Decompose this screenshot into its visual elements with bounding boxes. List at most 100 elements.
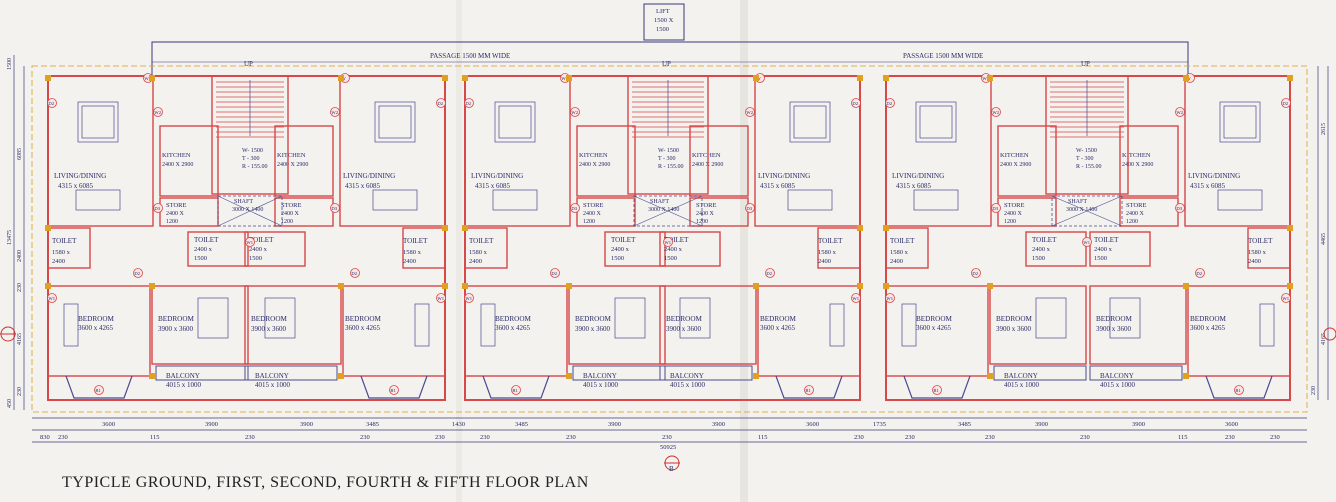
door-tag [330,203,340,213]
toilet-label: TOILET [1032,236,1057,244]
balcony [659,365,753,381]
column [857,225,863,231]
column [566,373,572,379]
store-label: STORE [281,202,301,209]
shaft [217,195,283,227]
dimension-value: 3600 [1225,421,1238,428]
door-tag [511,385,521,395]
door-tag [745,107,755,117]
bedroom-dim: 3600 x 4265 [495,324,531,332]
toilet-dim: 1580 x [890,249,909,256]
door-tag [47,293,57,303]
room-wall [689,125,749,197]
room-wall [339,75,446,227]
door-tag-label: W1 [886,296,893,301]
svg-text:4165: 4165 [17,333,23,345]
column [987,75,993,81]
column [462,225,468,231]
balcony-label: BALCONY [583,372,617,380]
toilet-dim: 2400 [818,258,831,265]
column [338,373,344,379]
svg-text:230: 230 [17,387,23,396]
section-marker-right [1323,327,1336,341]
door-tag [464,293,474,303]
column [566,283,572,289]
bedroom-label: BEDROOM [575,315,612,323]
store-dim: 1200 [696,219,708,225]
svg-text:1500: 1500 [656,26,669,33]
door-tag-label: W [561,76,566,81]
living-dim: 4315 x 6085 [345,182,381,190]
door-tag-label: D2 [1282,101,1288,106]
bedroom-label: BEDROOM [158,315,195,323]
room-wall [757,285,861,377]
bay-window [903,375,971,399]
svg-text:B: B [669,465,674,473]
column [1183,373,1189,379]
store-label: STORE [583,202,603,209]
svg-text:2615: 2615 [1321,123,1327,135]
door-tag-label: W1 [465,296,472,301]
passage: PASSAGE 1500 MM WIDE PASSAGE 1500 MM WID… [151,41,1189,76]
bedroom-dim: 3900 x 3600 [158,325,194,333]
door-tag [550,268,560,278]
toilet-dim: 2400 x [664,246,683,253]
bedroom-label: BEDROOM [996,315,1033,323]
stair-spec: W- 1500 [658,148,679,154]
toilet-label: TOILET [611,236,636,244]
door-tag [570,107,580,117]
furniture [901,303,917,347]
door-tag-label: B1 [390,388,396,393]
door-tag-label: D3 [154,206,160,211]
door-tag-label: D3 [571,206,577,211]
room-wall [1119,125,1179,197]
column [857,75,863,81]
svg-text:2400: 2400 [17,250,23,262]
bedroom-label: BEDROOM [251,315,288,323]
toilet-label: TOILET [1094,236,1119,244]
kitchen-label: KITCHEN [1122,152,1151,159]
kitchen-label: KITCHEN [579,152,608,159]
door-tag-label: W [144,76,149,81]
dimension-value: 230 [905,434,915,441]
dimension-value: 1430 [452,421,465,428]
svg-text:6085: 6085 [17,148,23,160]
store-dim: 1200 [166,219,178,225]
toilet-dim: 1580 x [52,249,71,256]
furniture [414,303,430,347]
door-tag-label: W1 [1083,240,1090,245]
furniture [1219,101,1261,143]
room-wall [576,125,636,197]
dimension-value: 230 [360,434,370,441]
bay-window [65,375,133,399]
furniture [494,101,536,143]
column [753,373,759,379]
toilet-label: TOILET [664,236,689,244]
door-tag [464,98,474,108]
room-wall [989,285,1087,365]
kitchen-dim: 2400 X 2900 [1122,162,1153,168]
kitchen-dim: 2400 X 2900 [277,162,308,168]
room-wall [1089,231,1151,267]
shaft [633,195,703,227]
dimension-value: 230 [245,434,255,441]
bedroom-label: BEDROOM [916,315,953,323]
room-wall [885,227,929,269]
balcony-label: BALCONY [166,372,200,380]
passage-label-2: PASSAGE 1500 MM WIDE [903,52,983,60]
toilet-dim: 2400 x [194,246,213,253]
dimension-value: 230 [985,434,995,441]
door-tag [436,98,446,108]
up-label: UP [1081,60,1090,68]
door-tag-label: W1 [48,296,55,301]
door-tag-label: D2 [551,271,557,276]
room-wall [244,231,306,267]
stair-wall [211,75,289,195]
dimension-value: 3485 [515,421,528,428]
shaft-dim: 3000 X 1400 [232,207,263,213]
door-tag-label: W2 [331,110,338,115]
door-tag-label: W2 [992,110,999,115]
bedroom-label: BEDROOM [760,315,797,323]
